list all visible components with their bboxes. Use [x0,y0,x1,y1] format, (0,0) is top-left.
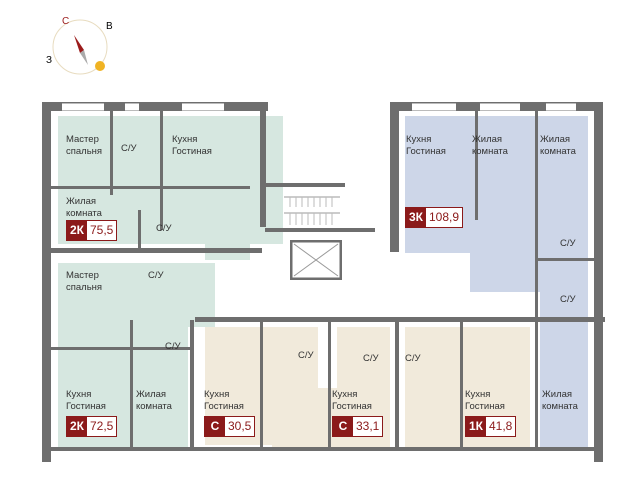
window [182,103,224,111]
room-label: С/У [121,143,137,154]
room-label: Жилая комната [66,196,102,219]
wall [535,110,538,450]
compass: С В З [40,10,120,80]
room-label: Кухня Гостиная [332,389,372,412]
room-label: С/У [298,350,314,361]
wall [130,320,133,450]
apartment-2k-72-fill [58,263,215,327]
apartment-type: 2К [67,417,87,436]
room-label: Кухня Гостиная [172,134,212,157]
room-label: Жилая комната [472,134,508,157]
apartment-3k-fill-mid [470,250,588,292]
wall [42,102,51,462]
room-label: Кухня Гостиная [66,389,106,412]
wall [42,447,603,451]
apartment-3k-fill [405,116,588,253]
wall [594,102,603,462]
room-label: Жилая комната [542,389,578,412]
apartment-type: 2К [67,221,87,240]
apartment-area: 30,5 [228,419,252,433]
window [412,103,456,111]
apartment-type: С [333,417,353,436]
wall [195,317,605,322]
wall [110,110,113,195]
room-label: Кухня Гостиная [406,134,446,157]
room-label: Жилая комната [136,389,172,412]
room-label: С/У [363,353,379,364]
wall [138,210,141,250]
wall [265,228,375,232]
wall [390,102,399,252]
apartment-badge: 3К 108,9 [405,207,464,228]
room-label: С/У [148,270,164,281]
apartment-area: 72,5 [90,419,114,433]
east-label: В [106,21,113,32]
room-label: С/У [560,294,576,305]
room-label: Кухня Гостиная [204,389,244,412]
apartment-badge: 1К 41,8 [465,416,517,437]
wall [265,183,345,187]
stairs-icon [284,196,340,225]
wall [328,320,331,450]
wall [42,102,268,111]
room-label: С/У [156,223,172,234]
room-label: Мастер спальня [66,270,103,293]
window [62,103,104,111]
wall [160,110,163,230]
room-label: Кухня Гостиная [465,389,505,412]
wall [395,320,399,450]
sun-icon [95,61,105,71]
wall [260,102,266,227]
apartment-3k-fill-col [540,290,588,447]
apartment-type: С [205,417,225,436]
apartment-area: 108,9 [429,210,460,224]
wall [538,258,603,261]
elevator-icon [290,240,342,280]
window [125,103,139,111]
room-label: Мастер спальня [66,134,103,157]
studio-33-fill-upper [337,327,390,392]
wall [260,320,263,450]
wall [460,320,463,450]
north-label: С [62,16,70,27]
apartment-type: 3К [406,208,426,227]
wall [475,110,478,220]
apartment-type: 1К [466,417,486,436]
west-label: З [46,55,53,66]
room-label: С/У [165,341,181,352]
apartment-badge: С 30,5 [204,416,256,437]
window [546,103,576,111]
apartment-badge: С 33,1 [332,416,384,437]
compass-rose-icon [52,19,108,75]
room-label: С/У [405,353,421,364]
apartment-badge: 2К 75,5 [66,220,118,241]
apartment-area: 41,8 [489,419,513,433]
room-label: Жилая комната [540,134,576,157]
apartment-area: 75,5 [90,223,114,237]
wall [190,320,194,450]
apartment-area: 33,1 [356,419,380,433]
wall [50,347,190,350]
wall [42,248,262,253]
room-label: С/У [560,238,576,249]
apartment-badge: 2К 72,5 [66,416,118,437]
window [480,103,520,111]
wall [50,186,250,189]
